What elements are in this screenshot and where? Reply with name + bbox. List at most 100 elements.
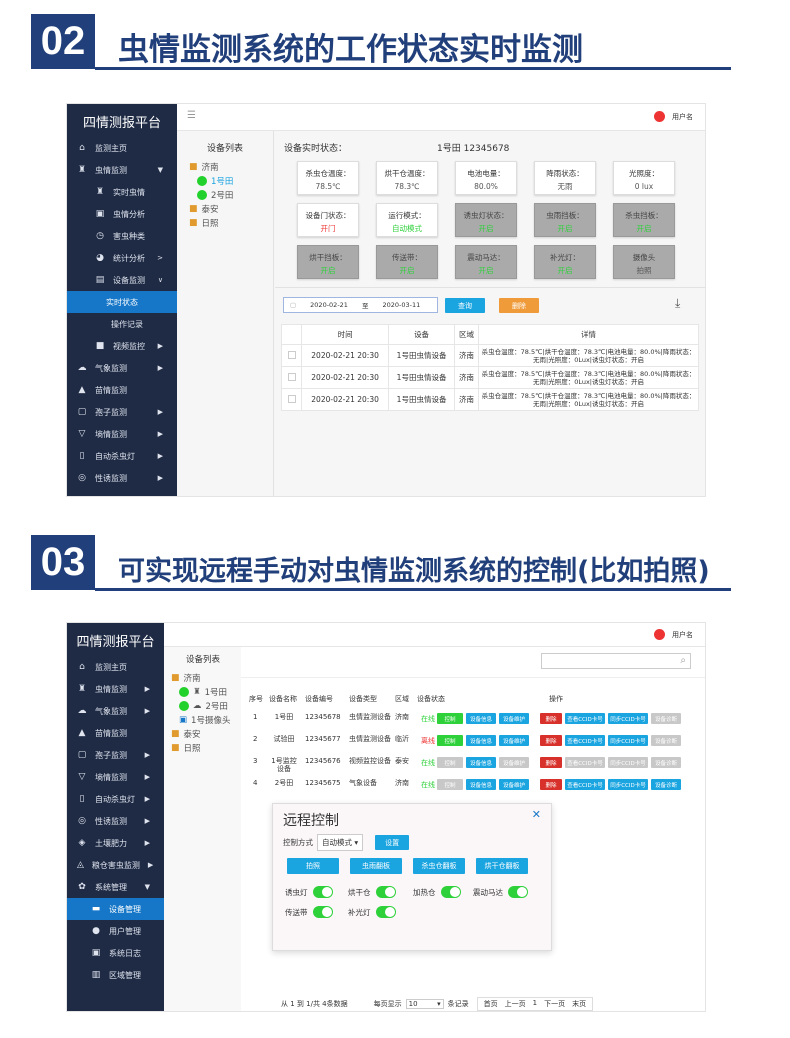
- op-button[interactable]: 设备维护: [499, 779, 529, 790]
- sidebar-item[interactable]: ▽墒情监测▶: [67, 423, 177, 445]
- first-page-link[interactable]: 首页: [483, 1000, 498, 1008]
- tree-node[interactable]: 1号田: [189, 174, 273, 188]
- control-mode-select[interactable]: 自动模式 ▾: [317, 834, 364, 851]
- op-button[interactable]: 同步CCID卡号: [608, 713, 648, 724]
- download-icon[interactable]: ⤓: [675, 296, 681, 310]
- op-button[interactable]: 同步CCID卡号: [608, 757, 648, 768]
- username[interactable]: 用户名: [672, 113, 693, 121]
- date-range-input[interactable]: ▢ 2020-02-21 至 2020-03-11: [283, 297, 438, 313]
- last-page-link[interactable]: 末页: [572, 1000, 587, 1008]
- toggle-switch[interactable]: [508, 886, 528, 898]
- op-button[interactable]: 设备诊断: [651, 735, 681, 746]
- action-button[interactable]: 烘干仓翻板: [476, 858, 528, 874]
- op-button[interactable]: 删除: [540, 779, 562, 790]
- op-button[interactable]: 删除: [540, 757, 562, 768]
- op-button[interactable]: 删除: [540, 735, 562, 746]
- sidebar-item[interactable]: ◎性诱监测▶: [67, 810, 164, 832]
- action-button[interactable]: 虫雨翻板: [350, 858, 402, 874]
- op-button[interactable]: 设备信息: [466, 757, 496, 768]
- sidebar-item[interactable]: ▥区域管理: [67, 964, 164, 986]
- sidebar-item[interactable]: ▲苗情监测: [67, 722, 164, 744]
- op-button[interactable]: 控制: [437, 735, 463, 746]
- sidebar-item[interactable]: ◈土壤肥力▶: [67, 832, 164, 854]
- sidebar-item[interactable]: ◷害虫种类: [67, 225, 177, 247]
- tree-node[interactable]: ■济南: [171, 671, 239, 685]
- toggle-switch[interactable]: [440, 886, 461, 898]
- delete-button[interactable]: 删除: [499, 298, 539, 313]
- tree-node[interactable]: ♜1号田: [171, 685, 239, 699]
- sidebar-item[interactable]: 实时状态: [67, 291, 177, 313]
- sidebar-item[interactable]: ⌂监测主页: [67, 137, 177, 159]
- toggle-switch[interactable]: [375, 906, 396, 918]
- sidebar-item[interactable]: ▯自动杀虫灯▶: [67, 445, 177, 467]
- username[interactable]: 用户名: [672, 631, 693, 639]
- sidebar-item[interactable]: ♜实时虫情: [67, 181, 177, 203]
- sidebar-item[interactable]: ▢孢子监测▶: [67, 744, 164, 766]
- sidebar-item[interactable]: ✿系统管理▼: [67, 876, 164, 898]
- tree-node[interactable]: ☁2号田: [171, 699, 239, 713]
- op-button[interactable]: 控制: [437, 757, 463, 768]
- set-button[interactable]: 设置: [375, 835, 410, 850]
- next-page-link[interactable]: 下一页: [544, 1000, 566, 1008]
- sidebar-item[interactable]: ▬设备管理: [67, 898, 164, 920]
- action-button[interactable]: 杀虫仓翻板: [413, 858, 465, 874]
- op-button[interactable]: 同步CCID卡号: [608, 735, 648, 746]
- sidebar-item[interactable]: ●用户管理: [67, 920, 164, 942]
- sidebar-item[interactable]: ☁气象监测▶: [67, 357, 177, 379]
- op-button[interactable]: 控制: [437, 779, 463, 790]
- tree-node[interactable]: ■济南: [189, 160, 273, 174]
- row-checkbox[interactable]: [287, 372, 296, 381]
- sidebar-item[interactable]: ☁气象监测▶: [67, 700, 164, 722]
- per-page-select[interactable]: 10▾: [405, 999, 444, 1009]
- op-button[interactable]: 设备维护: [499, 735, 529, 746]
- op-button[interactable]: 删除: [540, 713, 562, 724]
- sidebar-item[interactable]: ▯自动杀虫灯▶: [67, 788, 164, 810]
- op-button[interactable]: 设备诊断: [651, 713, 681, 724]
- op-button[interactable]: 设备诊断: [651, 779, 681, 790]
- sidebar-item[interactable]: ■视频监控▶: [67, 335, 177, 357]
- op-button[interactable]: 查看CCID卡号: [565, 757, 605, 768]
- sidebar-item[interactable]: ◈土壤肥力▶: [67, 489, 177, 496]
- prev-page-link[interactable]: 上一页: [504, 1000, 526, 1008]
- tree-node[interactable]: ▣1号摄像头: [171, 713, 239, 727]
- sidebar-item[interactable]: ▲苗情监测: [67, 379, 177, 401]
- sidebar-item[interactable]: ▽墒情监测▶: [67, 766, 164, 788]
- query-button[interactable]: 查询: [445, 298, 485, 313]
- page-number[interactable]: 1: [532, 999, 538, 1007]
- toggle-switch[interactable]: [312, 906, 333, 918]
- tree-node[interactable]: ■泰安: [171, 727, 239, 741]
- avatar[interactable]: [654, 629, 665, 640]
- search-input[interactable]: ⌕: [541, 653, 691, 669]
- sidebar-item[interactable]: ◬粮仓害虫监测▶: [67, 854, 164, 876]
- sidebar-item[interactable]: 操作记录: [67, 313, 177, 335]
- sidebar-item[interactable]: ▣虫情分析: [67, 203, 177, 225]
- close-icon[interactable]: ✕: [531, 808, 541, 821]
- sidebar-item[interactable]: ⌂监测主页: [67, 656, 164, 678]
- op-button[interactable]: 同步CCID卡号: [608, 779, 648, 790]
- search-icon[interactable]: ⌕: [680, 655, 686, 666]
- sidebar-item[interactable]: ♜虫情监测▼: [67, 159, 177, 181]
- tree-node[interactable]: 2号田: [189, 188, 273, 202]
- toggle-switch[interactable]: [375, 886, 396, 898]
- row-checkbox[interactable]: [287, 394, 296, 403]
- sidebar-item[interactable]: ▣系统日志: [67, 942, 164, 964]
- tree-node[interactable]: ■日照: [171, 741, 239, 755]
- op-button[interactable]: 设备维护: [499, 713, 529, 724]
- sidebar-item[interactable]: ◕统计分析>: [67, 247, 177, 269]
- op-button[interactable]: 设备信息: [466, 713, 496, 724]
- op-button[interactable]: 设备信息: [466, 779, 496, 790]
- op-button[interactable]: 查看CCID卡号: [565, 713, 605, 724]
- avatar[interactable]: [654, 111, 665, 122]
- op-button[interactable]: 设备维护: [499, 757, 529, 768]
- action-button[interactable]: 拍照: [287, 858, 339, 874]
- op-button[interactable]: 设备诊断: [651, 757, 681, 768]
- sidebar-item[interactable]: ▢孢子监测▶: [67, 401, 177, 423]
- sidebar-item[interactable]: ♜虫情监测▶: [67, 678, 164, 700]
- sidebar-item[interactable]: ▤设备监测∨: [67, 269, 177, 291]
- sidebar-item[interactable]: ◎性诱监测▶: [67, 467, 177, 489]
- tree-node[interactable]: ■日照: [189, 216, 273, 230]
- op-button[interactable]: 查看CCID卡号: [565, 779, 605, 790]
- row-checkbox[interactable]: [287, 350, 296, 359]
- tree-node[interactable]: ■泰安: [189, 202, 273, 216]
- op-button[interactable]: 控制: [437, 713, 463, 724]
